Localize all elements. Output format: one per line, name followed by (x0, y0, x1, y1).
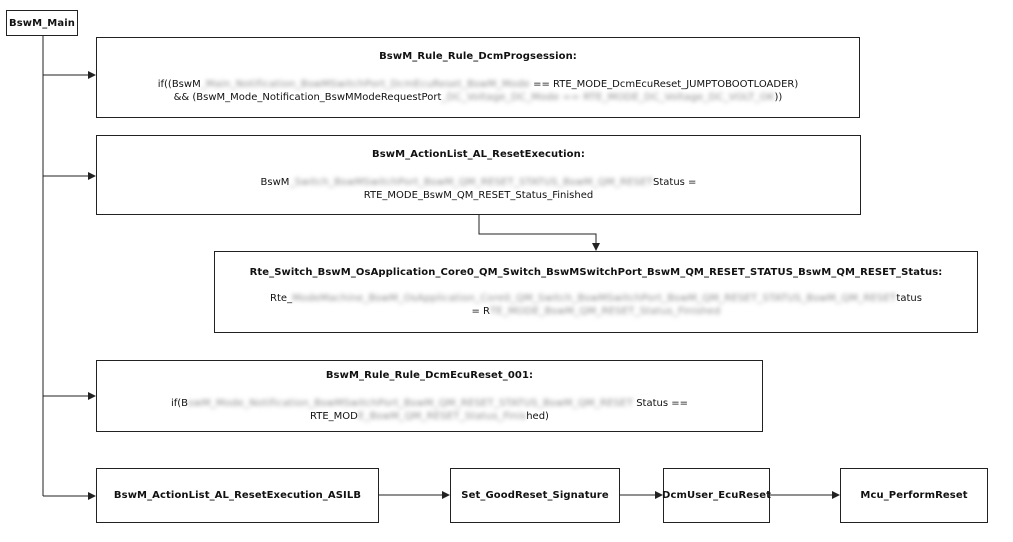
condition-text: )) (774, 92, 783, 103)
redacted-text: TE_MODE_BswM_QM_RESET_Status_Finished (489, 305, 721, 317)
rule-progsession-node[interactable]: BswM_Rule_Rule_DcmProgsession: if((BswM_… (96, 37, 860, 118)
condition-text: == RTE_MODE_DcmEcuReset_JUMPTOBOOTLOADER… (533, 79, 799, 90)
statement-line-2: RTE_MODE_BswM_QM_RESET_Status_Finished (363, 189, 594, 201)
statement-text: Rte_ (270, 292, 293, 304)
condition-line-2: RTE_MODE_BswM_QM_RESET_Status_Finished) (171, 410, 688, 423)
ecu-reset-title: DcmUser_EcuReset (662, 490, 771, 501)
statement-line-2: = RTE_MODE_BswM_QM_RESET_Status_Finished (270, 305, 922, 318)
ecu-reset-node[interactable]: DcmUser_EcuReset (662, 468, 771, 523)
rte-switch-title: Rte_Switch_BswM_OsApplication_Core0_QM_S… (249, 266, 943, 278)
rule-ecureset-title: BswM_Rule_Rule_DcmEcuReset_001: (325, 369, 534, 381)
rule-ecureset-node[interactable]: BswM_Rule_Rule_DcmEcuReset_001: if(BswM_… (96, 360, 763, 432)
redacted-text: ModeMachine_BswM_OsApplication_Core0_QM_… (292, 292, 897, 304)
action-reset-execution-statement: BswM_Switch_BswMSwitchPort_BswM_QM_RESET… (261, 176, 697, 202)
action-reset-execution-node[interactable]: BswM_ActionList_AL_ResetExecution: BswM_… (96, 135, 861, 215)
rte-switch-statement: Rte_ModeMachine_BswM_OsApplication_Core0… (270, 292, 922, 318)
condition-text: if(B (170, 397, 189, 409)
statement-line-1: Rte_ModeMachine_BswM_OsApplication_Core0… (270, 292, 922, 305)
redacted-text: _Main_Notification_BswMSwitchPort_DcmEcu… (200, 79, 530, 90)
condition-text: && (BswM_Mode_Notification_BswMModeReque… (173, 92, 442, 103)
arrow-to-rte-switch (478, 215, 600, 251)
redacted-text: E_BswM_QM_RESET_Status_Finis (357, 410, 527, 422)
redacted-text: _DC_Voltage_DC_Mode == RTE_MODE_DC_Volta… (441, 92, 775, 103)
redacted-text: _Switch_BswMSwitchPort_BswM_QM_RESET_STA… (289, 176, 654, 188)
condition-text: Status == (636, 397, 689, 409)
condition-text: hed) (526, 410, 549, 422)
statement-text: = R (471, 305, 490, 317)
rule-progsession-condition: if((BswM_Main_Notification_BswMSwitchPor… (158, 78, 799, 104)
action-asilb-node[interactable]: BswM_ActionList_AL_ResetExecution_ASILB (96, 468, 379, 523)
rte-switch-node[interactable]: Rte_Switch_BswM_OsApplication_Core0_QM_S… (214, 251, 978, 333)
good-reset-node[interactable]: Set_GoodReset_Signature (450, 468, 620, 523)
mcu-reset-title: Mcu_PerformReset (860, 490, 968, 501)
statement-text: BswM (260, 176, 290, 188)
statement-text: tatus (896, 292, 922, 304)
action-asilb-title: BswM_ActionList_AL_ResetExecution_ASILB (113, 490, 362, 501)
condition-line-1: if((BswM_Main_Notification_BswMSwitchPor… (158, 78, 799, 91)
rule-progsession-title: BswM_Rule_Rule_DcmProgsession: (379, 51, 577, 62)
good-reset-title: Set_GoodReset_Signature (461, 490, 609, 501)
bswm-main-node[interactable]: BswM_Main (6, 10, 78, 36)
condition-text: if((BswM (157, 79, 201, 90)
condition-text: RTE_MOD (310, 410, 358, 422)
statement-line-1: BswM_Switch_BswMSwitchPort_BswM_QM_RESET… (261, 176, 697, 189)
statement-text: Status = (653, 176, 697, 188)
condition-line-1: if(BswM_Mode_Notification_BswMSwitchPort… (171, 397, 688, 410)
bswm-main-title: BswM_Main (9, 17, 75, 29)
rule-ecureset-condition: if(BswM_Mode_Notification_BswMSwitchPort… (171, 397, 688, 423)
action-reset-execution-title: BswM_ActionList_AL_ResetExecution: (372, 148, 585, 160)
redacted-text: swM_Mode_Notification_BswMSwitchPort_Bsw… (188, 397, 634, 409)
condition-line-2: && (BswM_Mode_Notification_BswMModeReque… (158, 91, 799, 104)
mcu-reset-node[interactable]: Mcu_PerformReset (840, 468, 988, 523)
